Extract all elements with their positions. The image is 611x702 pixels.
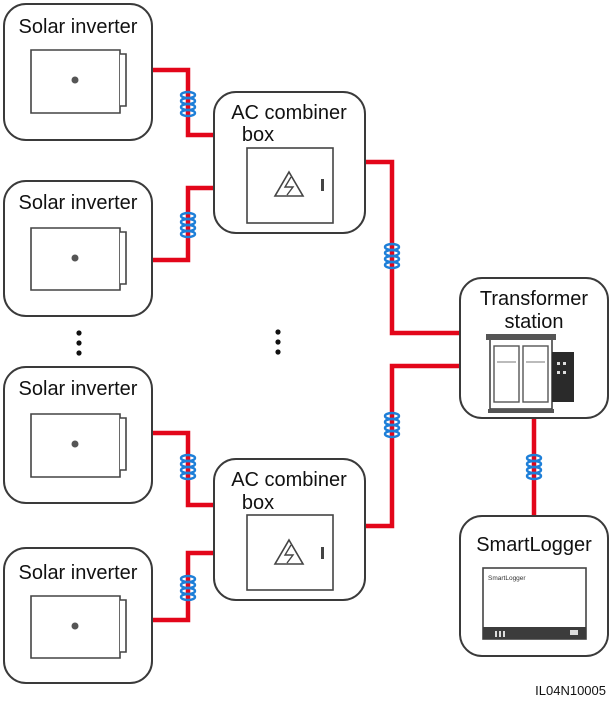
cable-layer: [152, 67, 537, 623]
solar-inverter-icon: [30, 49, 127, 114]
node-label-line1: Transformer: [480, 288, 589, 310]
node-label-line2: box: [242, 492, 274, 514]
smartlogger-device-text: SmartLogger: [488, 575, 526, 582]
cable-coil-5: [383, 242, 401, 270]
cable-coil-6: [383, 411, 401, 439]
cable-combiner-2-to-transformer: [365, 363, 460, 529]
node-label-line2: box: [242, 124, 274, 146]
smartlogger-icon: SmartLogger: [482, 567, 587, 640]
node-label: SmartLogger: [476, 534, 592, 556]
cable-inverter-1-to-combiner-1: [152, 67, 214, 138]
figure-id: IL04N10005: [535, 683, 606, 698]
solar-inverter-node: Solar inverter: [3, 547, 153, 684]
cable-coil-4: [179, 574, 197, 602]
node-label: Solar inverter: [19, 16, 138, 38]
ac-combiner-box-icon: [246, 147, 334, 224]
cable-coil-1: [179, 90, 197, 118]
solar-inverter-icon: [30, 227, 127, 291]
ellipsis-vertical-icon: [275, 329, 281, 355]
solar-inverter-icon: [30, 595, 127, 659]
cable-inverter-4-to-combiner-2b: [152, 550, 214, 623]
ellipsis-vertical-icon: [76, 330, 82, 356]
solar-inverter-node: Solar inverter: [3, 366, 153, 504]
cable-coil-7: [525, 453, 543, 481]
node-label: Solar inverter: [19, 378, 138, 400]
node-label-line1: AC combiner: [231, 469, 347, 491]
smartlogger-node: SmartLogger SmartLogger: [459, 515, 609, 657]
coil-layer: [179, 90, 543, 602]
cable-coil-2: [179, 211, 197, 239]
solar-inverter-icon: [30, 413, 127, 478]
node-label-line2: station: [505, 311, 564, 333]
ac-combiner-box-node: AC combiner box: [213, 91, 366, 234]
ac-combiner-box-node: AC combiner box: [213, 458, 366, 601]
ac-combiner-box-icon: [246, 514, 334, 591]
cable-combiner-1-to-transformer: [365, 159, 460, 336]
transformer-station-icon: [486, 334, 574, 413]
solar-inverter-node: Solar inverter: [3, 180, 153, 317]
node-label-line1: AC combiner: [231, 102, 347, 124]
transformer-station-node: Transformer station: [459, 277, 609, 419]
cable-coil-3: [179, 453, 197, 481]
cable-inverter-3-to-combiner-2: [152, 430, 214, 508]
node-label: Solar inverter: [19, 192, 138, 214]
solar-inverter-node: Solar inverter: [3, 3, 153, 141]
node-label: Solar inverter: [19, 562, 138, 584]
